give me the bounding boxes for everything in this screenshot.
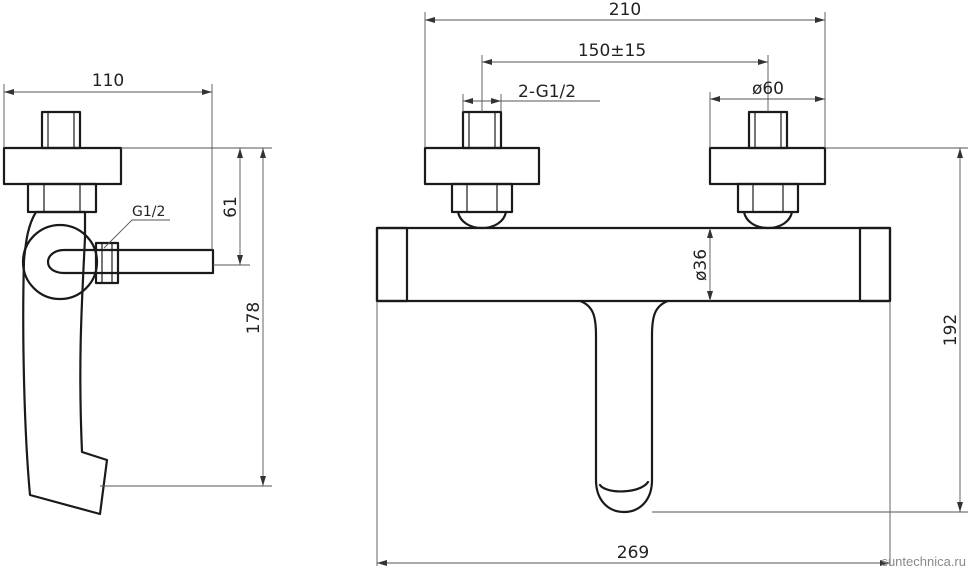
front-left-cap	[375, 226, 409, 303]
front-left-flange	[423, 146, 541, 186]
dim-front-total-height: 192	[941, 314, 961, 346]
side-connector	[94, 241, 120, 285]
front-body	[375, 226, 892, 303]
side-knob	[21, 223, 99, 301]
front-spout	[578, 299, 670, 514]
dim-front-body-diameter: ø36	[691, 249, 711, 281]
side-view	[2, 110, 215, 516]
dim-side-width: 110	[92, 71, 124, 91]
front-right-cap	[858, 226, 892, 303]
front-left-fillet	[456, 210, 508, 230]
dim-side-total-height: 178	[244, 302, 264, 334]
front-right-flange	[708, 146, 827, 186]
side-dimensions: 110 61 178 G1/2	[3, 71, 272, 487]
dim-side-upper-height: 61	[221, 196, 241, 218]
front-view	[375, 110, 892, 514]
dim-front-thread: 2-G1/2	[518, 82, 576, 102]
side-flange	[2, 146, 123, 186]
side-nut	[26, 182, 98, 214]
side-body	[22, 210, 109, 516]
front-right-nut	[736, 182, 800, 214]
front-dimensions: 210 150±15 2-G1/2 ø60 ø36 192	[376, 0, 968, 566]
watermark: suntechnica.ru	[881, 554, 966, 569]
side-lever	[46, 248, 215, 275]
dim-front-flange-diameter: ø60	[752, 79, 784, 99]
dim-front-total-width: 269	[617, 543, 649, 563]
dim-front-center-distance: 150±15	[578, 41, 646, 61]
dim-front-overall: 210	[609, 0, 641, 20]
dim-side-thread: G1/2	[132, 204, 165, 220]
front-left-nut	[450, 182, 514, 214]
front-spout-outlet	[598, 480, 650, 493]
front-right-fillet	[742, 210, 794, 230]
